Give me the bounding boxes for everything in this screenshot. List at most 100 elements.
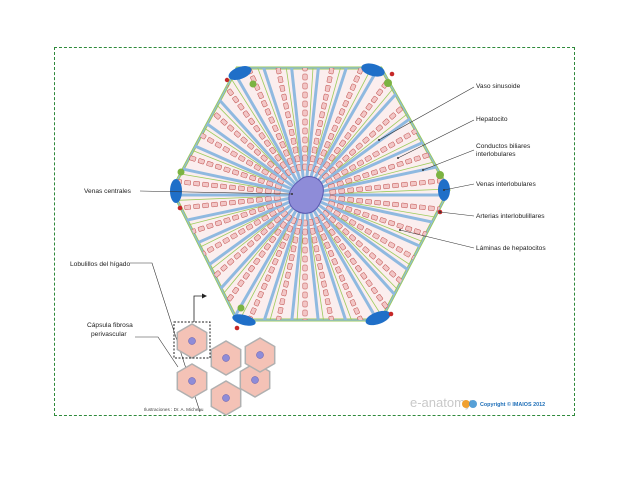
hepatocyte <box>207 276 214 283</box>
hepatocyte <box>247 187 253 192</box>
hepatocyte <box>193 204 199 209</box>
hepatocyte <box>317 120 323 127</box>
hepatocyte <box>295 155 301 162</box>
hepatocyte <box>194 288 201 295</box>
hepatocyte <box>348 188 354 193</box>
hepatocyte <box>419 124 426 131</box>
hepatocyte <box>194 94 201 101</box>
label-arterias: Arterias interlobulillares <box>476 213 545 220</box>
hepatocyte <box>409 94 416 101</box>
hepatocyte <box>331 325 337 332</box>
hepatocyte <box>303 238 307 244</box>
hepatocyte <box>303 310 307 316</box>
hepatocyte <box>184 205 190 210</box>
hepatocyte <box>374 185 380 190</box>
hepatocyte <box>410 181 416 186</box>
hepatocyte <box>202 182 208 187</box>
hepatocyte <box>365 186 371 191</box>
hepatocyte <box>319 272 325 279</box>
hepatocyte <box>184 180 190 185</box>
hepatocyte <box>392 183 398 188</box>
mini-central-vein <box>252 377 259 384</box>
hepatocyte <box>287 263 293 270</box>
hepatocyte <box>202 203 208 208</box>
hepatocyte <box>200 100 207 107</box>
hepatocyte <box>172 234 179 240</box>
hepatocyte <box>303 301 307 307</box>
hepatocyte <box>287 120 293 127</box>
hepatocyte <box>181 231 188 237</box>
hepatocyte <box>191 255 198 262</box>
hepatocyte <box>265 196 271 201</box>
hepatocyte <box>428 206 434 211</box>
hepatocyte <box>427 264 434 271</box>
hepatocyte <box>283 281 289 288</box>
hepatocyte <box>303 65 307 71</box>
hepatocyte <box>319 111 325 118</box>
label-hepatocito: Hepatocito <box>476 116 508 123</box>
hepatocyte <box>402 282 409 289</box>
hepatocyte <box>303 283 307 289</box>
hepatocyte <box>274 59 280 66</box>
hepatocyte <box>280 85 286 92</box>
hepatocyte <box>323 94 329 101</box>
hepatocyte <box>247 198 253 203</box>
hepatocyte <box>314 138 320 145</box>
hepatocyte <box>303 292 307 298</box>
hepatocyte <box>356 187 362 192</box>
hepatocyte <box>365 199 371 204</box>
hepatocyte <box>303 337 307 343</box>
hepatocyte <box>310 228 316 235</box>
hepatocyte <box>272 50 278 57</box>
hepatocyte <box>281 94 287 101</box>
label-capsula-fibrosa: Cápsula fibrosa <box>87 322 133 329</box>
hepatocyte <box>256 188 262 193</box>
hepatocyte <box>321 281 327 288</box>
hepatocyte <box>220 201 226 206</box>
hepatocyte <box>285 111 291 118</box>
hepatocyte <box>211 202 217 207</box>
hepatocyte <box>317 263 323 270</box>
hepatocyte <box>332 333 338 340</box>
mini-central-vein <box>257 352 264 359</box>
mini-central-vein <box>189 378 196 385</box>
hepatocyte <box>409 288 416 295</box>
hepatocyte <box>181 153 188 159</box>
hepatocyte <box>303 274 307 280</box>
hepatocyte <box>314 245 320 252</box>
hepatocyte <box>325 298 331 305</box>
hepatocyte <box>193 181 199 186</box>
hepatocyte <box>303 92 307 98</box>
hepatocyte <box>446 208 452 213</box>
hepatocyte <box>158 208 164 213</box>
label-lobulillos: Lobulillos del hígado <box>70 261 130 268</box>
hepatocyte <box>274 325 280 332</box>
lobule-cluster <box>177 324 274 415</box>
hepatocyte <box>339 189 345 194</box>
hepatocyte <box>303 47 307 53</box>
hepatocyte <box>303 265 307 271</box>
hepatocyte <box>211 183 217 188</box>
hepatocyte <box>281 289 287 296</box>
hepatocyte <box>272 333 278 340</box>
hepatocyte <box>303 56 307 62</box>
hepatocyte <box>283 103 289 110</box>
hepatocyte <box>327 76 333 83</box>
hepatocyte <box>229 185 235 190</box>
hepatocyte <box>176 119 183 126</box>
mini-central-vein <box>223 395 230 402</box>
hepatocyte <box>427 119 434 126</box>
hepatocyte <box>289 254 295 261</box>
hepatocyte <box>431 150 438 156</box>
hepatocyte <box>316 254 322 261</box>
hepatocyte <box>191 128 198 135</box>
hepatocyte <box>303 319 307 325</box>
hepatocyte <box>410 204 416 209</box>
hepatocyte <box>303 74 307 80</box>
hepatocyte <box>321 103 327 110</box>
hepatocyte <box>216 74 223 81</box>
hepatocyte <box>374 200 380 205</box>
hepatocyte <box>327 307 333 314</box>
hepatocyte <box>200 282 207 289</box>
hepatocyte <box>220 184 226 189</box>
